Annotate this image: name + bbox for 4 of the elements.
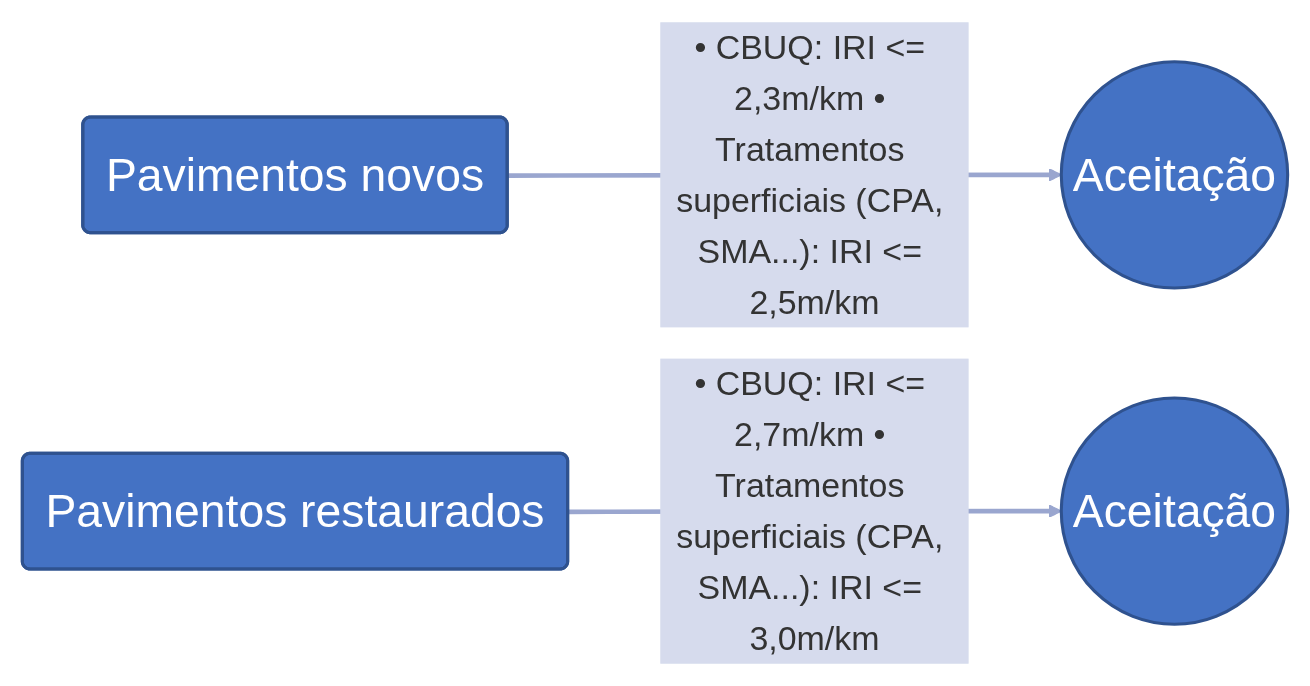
node-circle: Aceitação xyxy=(1059,60,1290,290)
edge-label: • CBUQ: IRI <= 2,7m/km • Tratamentos superficiais (CPA, SMA...): IRI <= 3,0m/km xyxy=(676,364,944,658)
edge-label: • CBUQ: IRI <= 2,3m/km • Tratamentos superficiais (CPA, SMA...): IRI <= 2,5m/km xyxy=(676,28,944,322)
node-circle: Aceitação xyxy=(1059,396,1290,626)
